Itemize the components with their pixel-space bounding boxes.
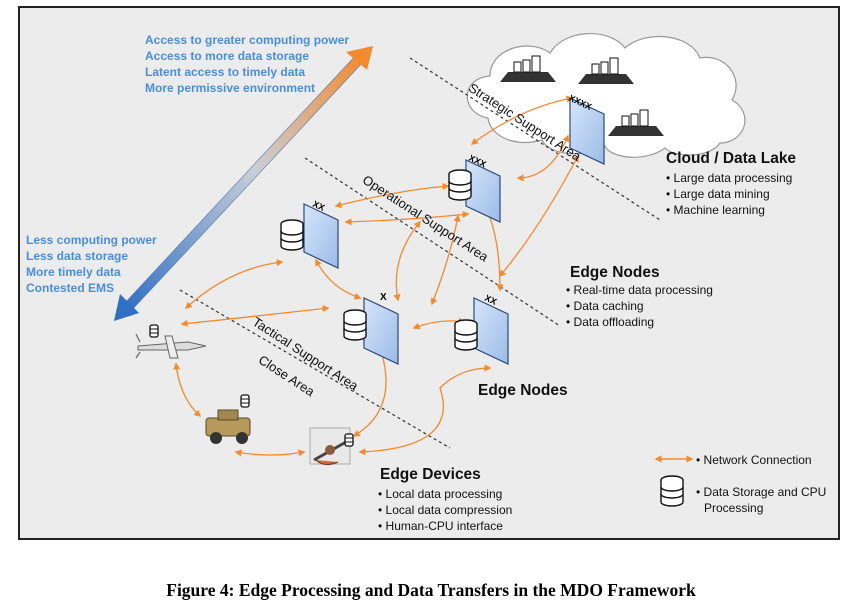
network-connections [173, 95, 579, 457]
cloud-heading: Cloud / Data Lake [666, 150, 797, 167]
edge-nodes-lower-heading: Edge Nodes [478, 382, 568, 399]
soldier-device-icon [309, 427, 354, 466]
cloud-bullet: • Large data processing [666, 171, 793, 185]
cloud-bullet: • Large data mining [666, 187, 770, 201]
capability-gradient-arrow [114, 46, 373, 321]
unit-symbol-node-center: X [380, 292, 387, 303]
cloud-shape [466, 33, 746, 158]
figure-frame: XXXX XXX XX X XX [18, 6, 840, 540]
figure-caption: Figure 4: Edge Processing and Data Trans… [166, 580, 696, 600]
drone-icon [135, 324, 207, 359]
legend-storage-symbol [660, 475, 684, 507]
legend-storage-label: • Data Storage and CPU [696, 485, 827, 499]
edge-nodes-bullet: • Real-time data processing [566, 283, 713, 297]
server-cluster-icon [608, 109, 664, 136]
bottom-note: Less computing power [26, 233, 157, 247]
bottom-note: Contested EMS [26, 281, 115, 295]
edge-nodes-bullet: • Data offloading [566, 315, 655, 329]
unit-symbol-node-right: XX [483, 293, 498, 307]
boundary-operational [304, 157, 561, 327]
edge-node-left: XX [280, 199, 339, 269]
edge-nodes-bullet: • Data caching [566, 299, 644, 313]
unit-symbol-node-left: XX [311, 199, 326, 213]
top-note: More permissive environment [145, 81, 316, 95]
top-note: Latent access to timely data [145, 65, 306, 79]
bottom-note: Less data storage [26, 249, 129, 263]
edge-devices-bullet: • Local data compression [378, 503, 513, 517]
edge-devices-bullet: • Local data processing [378, 487, 503, 501]
vehicle-icon [205, 394, 251, 444]
edge-devices-heading: Edge Devices [380, 466, 481, 483]
bottom-note: More timely data [26, 265, 121, 279]
legend-storage-label-line2: Processing [704, 501, 764, 515]
operational-node: XXX [448, 153, 501, 223]
legend-network-label: • Network Connection [696, 453, 812, 467]
top-note: Access to greater computing power [145, 33, 350, 47]
edge-node-center: X [343, 292, 399, 365]
edge-devices-bullet: • Human-CPU interface [378, 519, 503, 533]
cloud-bullet: • Machine learning [666, 203, 765, 217]
server-cluster-icon [578, 57, 634, 84]
boundary-strategic [409, 57, 661, 221]
server-cluster-icon [500, 55, 556, 82]
edge-node-right: XX [454, 293, 509, 365]
top-note: Access to more data storage [145, 49, 310, 63]
diagram-canvas: XXXX XXX XX X XX [114, 33, 746, 507]
edge-nodes-upper-heading: Edge Nodes [570, 264, 660, 281]
